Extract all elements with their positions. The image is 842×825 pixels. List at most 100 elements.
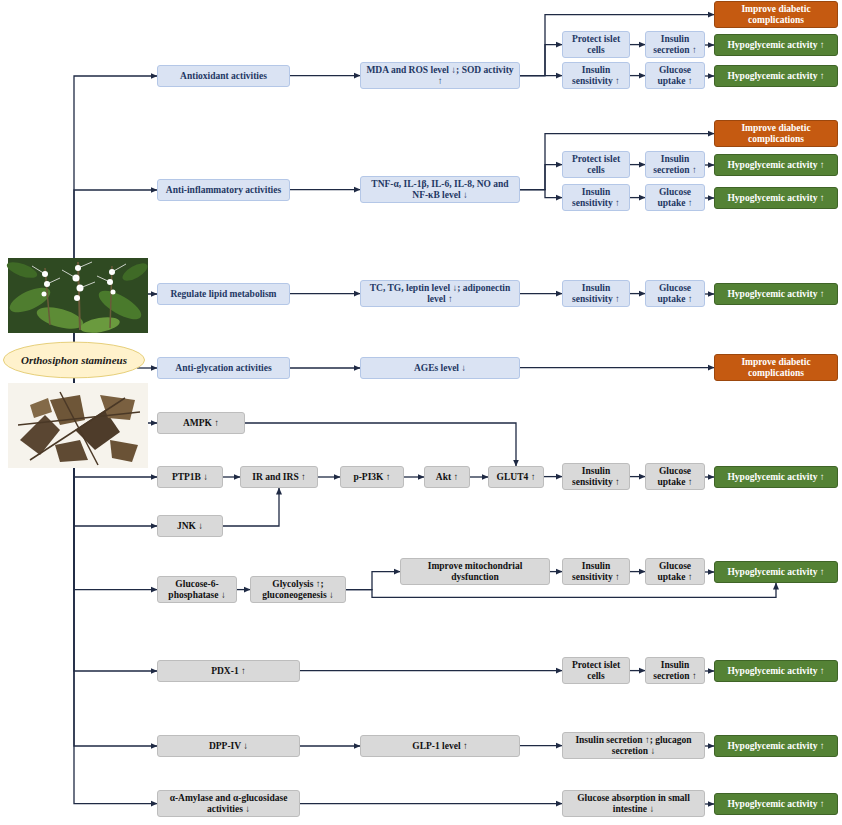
node-text: Hypoglycemic activity ↑ [727,160,824,171]
process-box: Insulin sensitivity ↑ [562,184,630,211]
arrow-connector [346,583,776,597]
outcome-box: Hypoglycemic activity ↑ [714,65,838,87]
mechanism-box: Insulin secretion ↑; glucagon secretion … [562,732,705,759]
arrow-connector [630,75,645,76]
node-text: Glucose absorption in small intestine ↓ [567,793,700,814]
node-text: Improve mitochondrial dysfunction [405,561,545,582]
process-box: Insulin secretion ↑ [645,151,705,178]
node-text: TC, TG, leptin level ↓; adiponectin leve… [365,283,515,304]
plant-photo [5,258,150,335]
process-box: Protect islet cells [562,151,630,178]
node-text: JNK ↓ [177,521,203,532]
arrow-connector [544,476,562,477]
node-text: Insulin sensitivity ↑ [567,283,625,304]
process-box: Anti-glycation activities [157,357,290,379]
outcome-box: Hypoglycemic activity ↑ [714,187,838,209]
arrow-connector [237,589,250,590]
arrow-connector [290,293,360,294]
arrow-connector [520,165,562,190]
node-text: GLUT4 ↑ [497,472,536,483]
mechanism-box: GLUT4 ↑ [488,466,544,488]
node-text: Insulin sensitivity ↑ [567,187,625,208]
mechanism-box: Improve mitochondrial dysfunction [400,558,550,585]
dried-herb-photo [8,383,148,468]
mechanism-box: PDX-1 ↑ [157,660,300,682]
mechanism-box: Protect islet cells [562,657,630,684]
node-text: Hypoglycemic activity ↑ [727,567,824,578]
process-box: Insulin sensitivity ↑ [562,62,630,89]
arrow-connector [520,367,714,368]
node-text: Improve diabetic complications [719,123,833,144]
node-text: Regulate lipid metabolism [170,289,276,300]
node-text: PTP1B ↓ [172,472,208,483]
arrow-connector [705,75,714,76]
mechanism-box: JNK ↓ [157,515,223,537]
mechanism-box: Glucose uptake ↑ [645,558,705,585]
mechanism-box: Glycolysis ↑; gluconeogenesis ↓ [250,576,346,603]
node-text: Hypoglycemic activity ↑ [727,472,824,483]
arrow-connector [520,190,562,198]
node-text: Orthosiphon stamineus [21,354,127,366]
arrow-connector [346,572,400,590]
node-text: MDA and ROS level ↓; SOD activity ↑ [365,65,515,86]
arrow-connector [300,803,562,804]
outcome-box: Hypoglycemic activity ↑ [714,660,838,682]
process-box: TC, TG, leptin level ↓; adiponectin leve… [360,280,520,307]
mechanism-box: α-Amylase and α-glucosidase activities ↓ [157,790,300,817]
node-text: AMPK ↑ [183,418,219,429]
process-box: Insulin sensitivity ↑ [562,280,630,307]
arrow-connector [137,367,157,368]
mechanism-box: Glucose uptake ↑ [645,463,705,490]
mechanism-box: AMPK ↑ [157,412,245,434]
arrow-connector [520,745,562,746]
node-text: Glucose uptake ↑ [650,187,700,208]
node-text: Glucose uptake ↑ [650,561,700,582]
outcome-box: Hypoglycemic activity ↑ [714,283,838,305]
outcome-box: Hypoglycemic activity ↑ [714,561,838,583]
mechanism-box: Insulin secretion ↑ [645,657,705,684]
node-text: Hypoglycemic activity ↑ [727,666,824,677]
node-text: Protect islet cells [567,154,625,175]
process-box: Anti-inflammatory activities [157,179,290,201]
arrow-connector [705,571,714,572]
arrow-connector [470,476,488,477]
process-box: Glucose uptake ↑ [645,62,705,89]
mechanism-box: p-PI3K ↑ [340,466,404,488]
arrow-connector [705,44,714,45]
complication-box: Improve diabetic complications [714,120,838,147]
arrow-connector [705,164,714,165]
arrow-connector [550,571,562,572]
arrow-connector [300,670,562,671]
node-text: Insulin secretion ↑ [650,34,700,55]
arrow-connector [223,476,240,477]
node-text: Protect islet cells [567,660,625,681]
process-box: TNF-α, IL-1β, IL-6, IL-8, NO and NF-κB l… [360,176,520,203]
arrow-connector [245,423,516,466]
arrow-connector [404,476,424,477]
mechanism-box: Glucose absorption in small intestine ↓ [562,790,705,817]
node-text: Glucose-6-phosphatase ↓ [162,579,232,600]
node-text: Antioxidant activities [180,71,267,82]
node-text: Glucose uptake ↑ [650,466,700,487]
mechanism-box: Insulin sensitivity ↑ [562,558,630,585]
mechanism-box: DPP-IV ↓ [157,735,300,757]
node-text: α-Amylase and α-glucosidase activities ↓ [162,793,295,814]
node-text: Insulin sensitivity ↑ [567,561,625,582]
complication-box: Improve diabetic complications [714,354,838,381]
arrow-connector [290,75,360,76]
node-text: Hypoglycemic activity ↑ [727,799,824,810]
arrow-connector [705,745,714,746]
source-ellipse: Orthosiphon stamineus [2,341,146,379]
node-text: Improve diabetic complications [719,357,833,378]
arrow-connector [520,75,562,76]
node-text: Glucose uptake ↑ [650,65,700,86]
process-box: Glucose uptake ↑ [645,280,705,307]
node-text: Hypoglycemic activity ↑ [727,289,824,300]
arrow-connector [520,134,714,190]
node-text: p-PI3K ↑ [353,472,390,483]
node-text: Anti-inflammatory activities [166,185,281,196]
outcome-box: Hypoglycemic activity ↑ [714,34,838,56]
mechanism-box: Glucose-6-phosphatase ↓ [157,576,237,603]
arrow-connector [705,476,714,477]
